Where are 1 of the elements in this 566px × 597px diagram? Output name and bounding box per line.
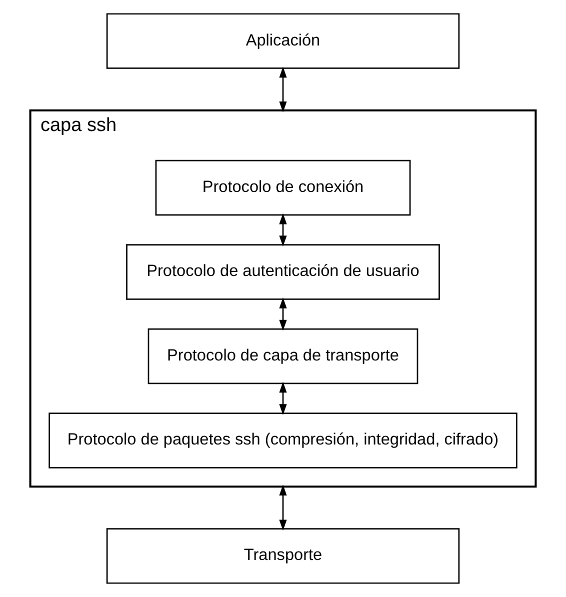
node-label: capa ssh — [40, 114, 117, 136]
